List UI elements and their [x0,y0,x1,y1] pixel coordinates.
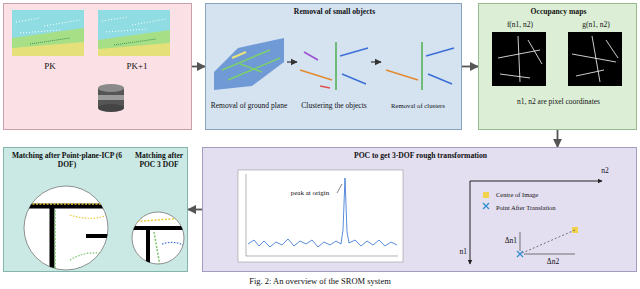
axis-label: n2 [595,167,615,176]
panel-title: Matching after Point-plane-ICP (6 DOF) [6,152,128,169]
map-label: g(n1, n2) [561,21,631,30]
cleaned-image [386,42,454,90]
lidar-sensor [98,84,124,112]
matching-view [22,186,112,272]
matching-view [130,212,186,266]
step-label: Removal of clusters [374,102,462,110]
stage-panel: PK PK+1 [3,3,192,130]
peak-label: peak at origin [281,189,339,197]
stage-panel: Occupancy maps f(n1, n2) g(n1, n2) n1, n2 a… [478,3,637,130]
panel-title: Matching after POC 3 DOF [131,152,187,169]
panel-title: Occupancy maps [479,8,638,17]
occupancy-map [568,32,622,86]
ground-removal-image [214,38,284,90]
map-label: f(n1, n2) [485,21,555,30]
step-label: Clustering the objects [290,102,378,111]
occupancy-map [492,32,546,86]
stage-panel: Matching after Point-plane-ICP (6 DOF)Ma… [3,147,188,272]
delta-label: Δn1 [495,237,517,246]
scan-label: PK [25,61,75,71]
delta-label: Δn2 [541,258,565,267]
axis-label: n1 [453,248,467,257]
cluster-image [300,42,368,90]
panel-title: POC to get 3-DOF rough transformation [203,152,638,161]
flow-arrow [462,66,478,68]
flow-arrow [188,209,202,211]
flow-arrow [557,130,559,147]
flow-arrow [192,66,205,68]
step-label: Removal of ground plane [205,102,293,111]
translation-sketch [470,181,602,264]
note: n1, n2 are pixel coordinates [483,98,634,107]
stage-panel: Removal of small objectsRemoval of groun… [205,3,462,130]
poc-plot [238,170,403,262]
figure-caption: Fig. 2: An overview of the SROM system [0,276,640,286]
stage-panel: POC to get 3-DOF rough transformation pea… [202,147,637,272]
lidar-scan [98,10,170,56]
scan-label: PK+1 [112,61,162,71]
panel-title: Removal of small objects [206,8,463,17]
lidar-scan [12,10,84,56]
legend-text: Centre of Image [496,191,606,198]
legend-text: Point After Translation [496,204,616,211]
